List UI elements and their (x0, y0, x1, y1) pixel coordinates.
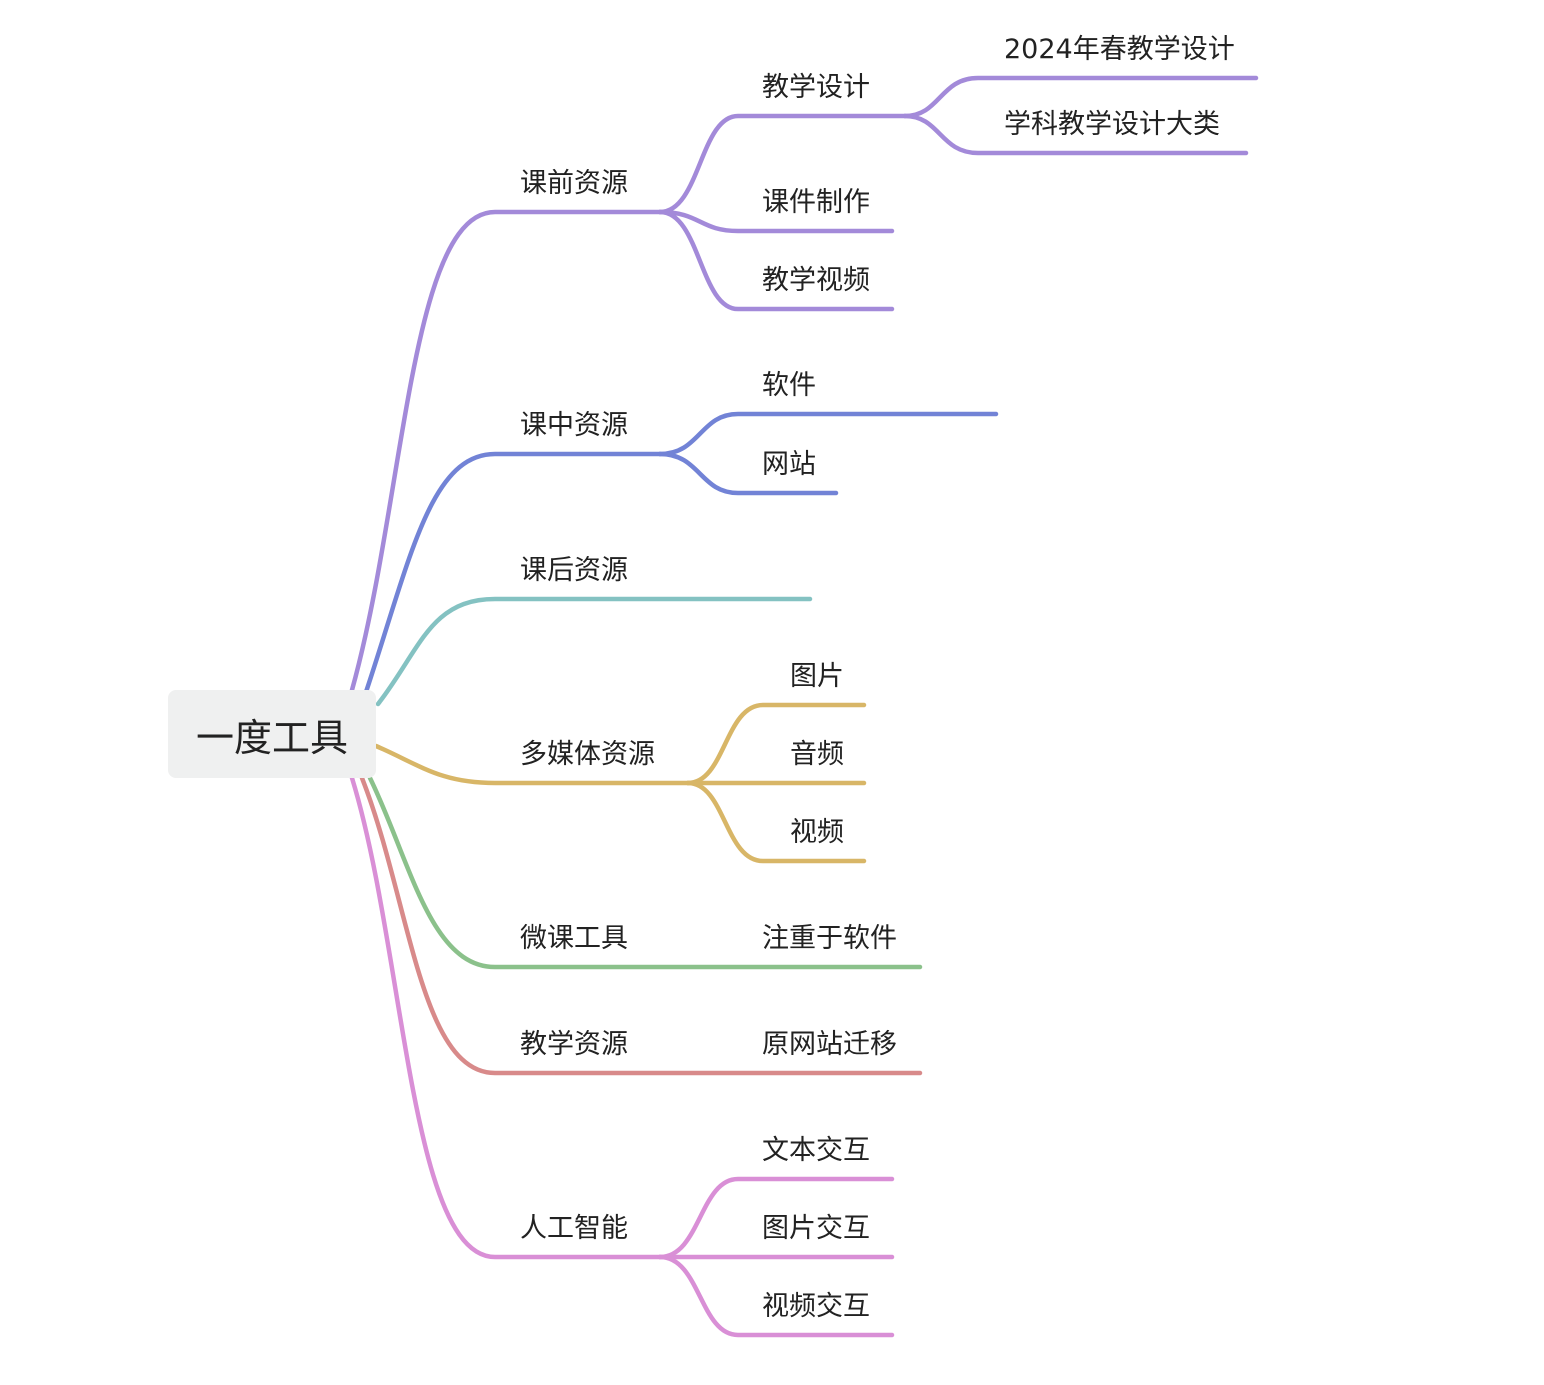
node-teaching-resources[interactable]: 教学资源 (520, 1029, 628, 1060)
node-ai[interactable]: 人工智能 (520, 1213, 628, 1244)
node-image-interaction[interactable]: 图片交互 (762, 1213, 870, 1244)
node-micro-lesson[interactable]: 微课工具 (520, 923, 628, 954)
node-subject-design-category[interactable]: 学科教学设计大类 (1004, 109, 1220, 140)
root-node-label: 一度工具 (195, 715, 348, 760)
edge-pre-class-video (657, 209, 895, 312)
edge-teaching-design-2024 (902, 75, 1259, 119)
edge-root-after-class (375, 596, 813, 707)
edge-in-class-software (657, 411, 999, 457)
edge-in-class-website (657, 451, 839, 496)
node-video-interaction[interactable]: 视频交互 (762, 1291, 870, 1322)
edge-ai-video (657, 1254, 895, 1338)
node-teaching-design[interactable]: 教学设计 (762, 72, 870, 103)
edge-pre-class-courseware (657, 209, 895, 234)
node-site-migration[interactable]: 原网站迁移 (762, 1029, 897, 1060)
node-video[interactable]: 视频 (790, 817, 844, 848)
node-text-interaction[interactable]: 文本交互 (762, 1135, 870, 1166)
node-courseware[interactable]: 课件制作 (762, 187, 870, 218)
edge-ai-text (657, 1176, 895, 1260)
node-audio[interactable]: 音频 (790, 739, 844, 770)
node-website[interactable]: 网站 (762, 449, 816, 480)
root-node[interactable] (168, 690, 376, 778)
node-image[interactable]: 图片 (790, 661, 844, 692)
edge-pre-class-teaching-design (657, 113, 908, 215)
node-after-class[interactable]: 课后资源 (520, 555, 628, 586)
edge-multimedia-image (685, 702, 867, 786)
node-software[interactable]: 软件 (762, 370, 816, 401)
edge-root-pre-class (349, 209, 663, 693)
edge-root-micro-lesson (367, 775, 923, 970)
edge-root-in-class (363, 451, 663, 695)
edge-root-ai (349, 775, 663, 1260)
node-multimedia[interactable]: 多媒体资源 (520, 739, 655, 770)
edge-multimedia-video (685, 780, 867, 864)
edge-root-multimedia (373, 743, 691, 786)
node-in-class[interactable]: 课中资源 (520, 410, 628, 441)
node-teaching-video[interactable]: 教学视频 (762, 265, 870, 296)
node-focus-software[interactable]: 注重于软件 (762, 923, 897, 954)
edge-root-teaching (359, 775, 923, 1076)
node-2024-spring-design[interactable]: 2024年春教学设计 (1004, 34, 1235, 65)
edge-teaching-design-category (902, 113, 1249, 156)
node-pre-class[interactable]: 课前资源 (520, 168, 628, 199)
